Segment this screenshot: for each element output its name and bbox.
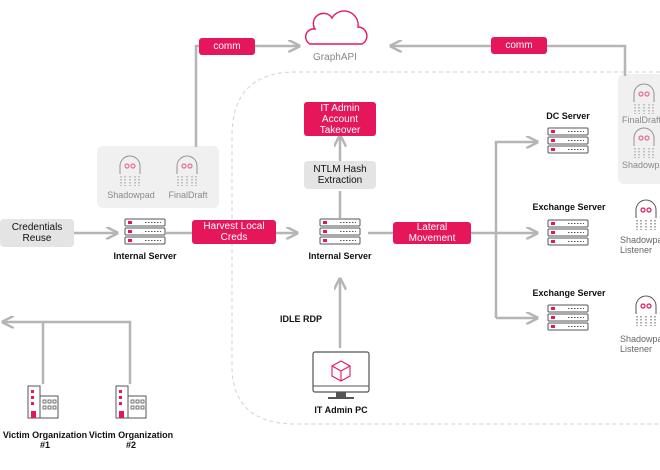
shadowpad-label: Shadowpad xyxy=(107,190,155,200)
exchange-server-2-icon xyxy=(547,304,589,331)
internal-server-left-label: Internal Server xyxy=(113,251,177,261)
shadowpad-listener-2-icon xyxy=(635,295,657,327)
exchange-server-2-label: Exchange Server xyxy=(532,288,606,298)
monitor-icon xyxy=(312,351,370,399)
victim-2-label: Victim Organization #2 xyxy=(88,430,174,451)
internal-server-center-icon xyxy=(319,218,361,245)
comm-left-tag: comm xyxy=(199,38,255,55)
finaldraft-right-label: FinalDraft xyxy=(622,115,660,125)
dc-server-label: DC Server xyxy=(546,111,590,121)
shadowpad-listener-1-icon xyxy=(635,199,657,231)
graphapi-label: GraphAPI xyxy=(313,52,357,63)
victim-1-label: Victim Organization #1 xyxy=(2,430,88,451)
victim-1-building-icon xyxy=(27,385,59,419)
exchange-server-1-icon xyxy=(547,219,589,246)
victim-2-building-icon xyxy=(115,385,147,419)
branch-link xyxy=(494,142,536,318)
shadowpad-listener-2-label: Shadowpad Listener xyxy=(620,334,660,355)
exchange-server-1-label: Exchange Server xyxy=(532,202,606,212)
finaldraft-label: FinalDraft xyxy=(168,190,208,200)
cloud-icon xyxy=(304,10,368,45)
comm-left-link xyxy=(194,46,298,147)
takeover-tag: IT Admin Account Takeover xyxy=(304,102,376,136)
comm-right-tag: comm xyxy=(491,37,547,54)
idle-rdp-label: IDLE RDP xyxy=(279,314,322,324)
harvest-tag: Harvest Local Creds xyxy=(192,220,276,244)
internal-server-center-label: Internal Server xyxy=(308,251,372,261)
credentials-reuse-box: Credentials Reuse xyxy=(0,219,74,247)
network-boundary xyxy=(231,71,660,425)
lateral-tag: Lateral Movement xyxy=(393,222,471,244)
shadowpad-listener-1-label: Shadowpad Listener xyxy=(620,235,660,256)
internal-server-left-icon xyxy=(124,218,166,245)
victim-link xyxy=(4,322,132,384)
dc-server-icon xyxy=(547,127,589,154)
ntlm-box: NTLM Hash Extraction xyxy=(304,161,376,189)
left-malware-panel xyxy=(97,146,219,208)
it-admin-pc-label: IT Admin PC xyxy=(314,405,368,415)
shadowpad-right-label: Shadowpad xyxy=(622,160,660,170)
comm-right-link xyxy=(392,46,627,76)
